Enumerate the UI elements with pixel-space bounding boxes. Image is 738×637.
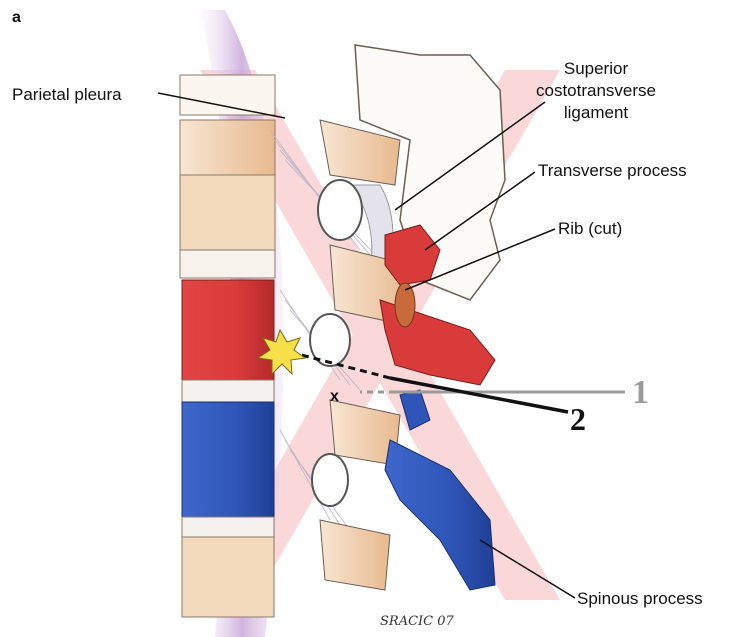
panel-label: a [12,9,21,26]
label-superior-costotransverse-2: costotransverse [536,81,656,100]
needle-1-label: 1 [632,374,649,411]
label-spinous-process: Spinous process [577,589,703,608]
x-mark: x [330,388,339,405]
label-transverse-process: Transverse process [538,161,687,180]
label-superior-costotransverse-3: ligament [564,103,629,122]
blue-vertebral-body [182,402,274,517]
label-parietal-pleura: Parietal pleura [12,85,122,104]
lower-vertebral-body [182,537,274,617]
artist-signature: SRACIC 07 [380,614,455,629]
upper-vertebral-body [180,75,275,278]
label-rib-cut: Rib (cut) [558,219,622,238]
label-superior-costotransverse-1: Superior [564,59,629,78]
lower-disc [182,517,274,537]
red-vertebral-body [182,280,274,380]
needle-2-label: 2 [570,401,586,437]
intervertebral-disc [182,380,274,402]
